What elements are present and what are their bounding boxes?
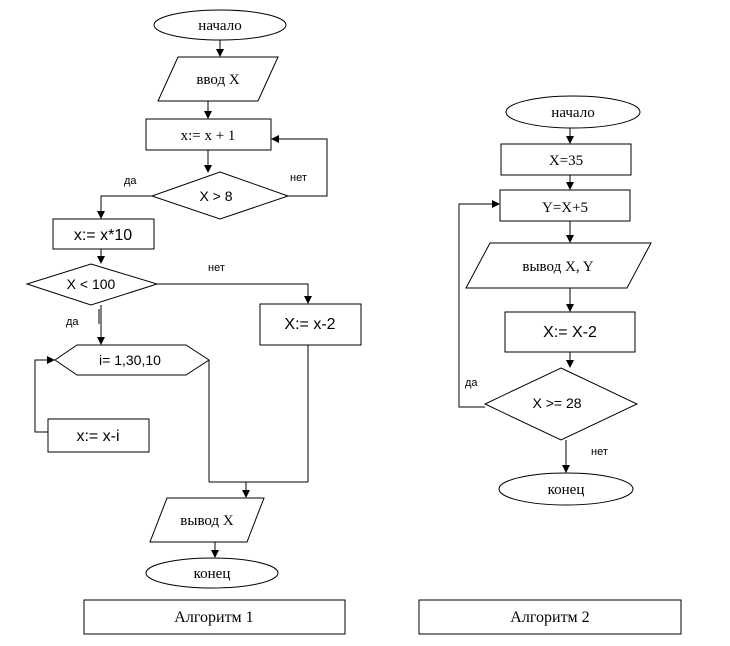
alg1-increment-process <box>145 118 272 151</box>
alg1-arrow-cond1-yes <box>97 195 152 219</box>
alg1-output-parallelogram <box>149 497 265 543</box>
alg2-output-parallelogram <box>465 242 652 289</box>
alg1-arrow-cond2-no <box>157 283 312 304</box>
alg2-decrement-label: X:= X-2 <box>543 324 597 341</box>
alg2-caption: Алгоритм 2 <box>510 609 589 626</box>
alg1-cond2-no-label: нет <box>208 262 225 274</box>
alg2-cond-no-label: нет <box>591 446 608 458</box>
alg1-caption-box <box>83 599 346 635</box>
alg2-end-label: конец <box>548 482 585 498</box>
alg2-decrement-process <box>504 311 636 353</box>
alg1-loop-body-label: x:= x-i <box>76 428 119 445</box>
alg1-input-parallelogram <box>157 56 279 102</box>
alg1-loop-label: i= 1,30,10 <box>99 352 161 368</box>
alg2-end-terminator <box>498 472 634 506</box>
alg1-decrement-label: X:= x-2 <box>284 316 335 333</box>
alg1-caption: Алгоритм 1 <box>174 609 253 626</box>
alg1-arrow-body-loop <box>34 356 55 433</box>
alg1-cond2-label: X < 100 <box>67 276 116 292</box>
alg2-cond-yes-label: да <box>465 377 478 389</box>
alg1-arrow-cond1-no <box>271 135 328 197</box>
alg1-multiply-label: x:= x*10 <box>74 227 132 244</box>
alg2-compute-process <box>499 189 631 222</box>
alg1-output-label: вывод X <box>180 513 234 529</box>
alg2-assign-process <box>500 143 632 176</box>
alg1-cond2-yes-label: да <box>66 316 79 328</box>
alg2-output-label: вывод X, Y <box>522 259 593 275</box>
alg1-increment-label: x:= x + 1 <box>181 128 236 144</box>
alg1-start-label: начало <box>198 18 241 34</box>
alg1-cond1-label: X > 8 <box>199 188 232 204</box>
alg1-loop-body-process <box>47 418 150 453</box>
alg2-cond-label: X >= 28 <box>532 395 581 411</box>
alg2-start-label: начало <box>551 105 594 121</box>
alg1-multiply-process <box>52 218 155 250</box>
alg2-assign-label: X=35 <box>549 153 583 169</box>
alg2-compute-label: Y=X+5 <box>542 200 588 216</box>
alg2-start-terminator <box>505 95 641 129</box>
alg1-input-label: ввод X <box>196 72 240 88</box>
alg1-decrement-process <box>259 303 362 346</box>
alg1-cond2-decision <box>25 263 159 306</box>
alg1-end-terminator <box>145 557 279 589</box>
alg2-cond-decision <box>483 367 639 441</box>
alg1-end-label: конец <box>194 566 231 582</box>
alg2-arrow-cond-yes <box>458 200 500 408</box>
algorithm-1: начало ввод X x:= x + 1 X > 8 нет да x:=… <box>25 9 362 635</box>
algorithm-2: начало X=35 Y=X+5 вывод X, Y X:= X-2 X >… <box>418 95 682 635</box>
alg1-cond1-no-label: нет <box>290 172 307 184</box>
alg1-loop-hexagon <box>54 344 210 376</box>
alg1-cond1-decision <box>150 171 290 220</box>
alg1-cond1-yes-label: да <box>124 175 137 187</box>
alg2-caption-box <box>418 599 682 635</box>
